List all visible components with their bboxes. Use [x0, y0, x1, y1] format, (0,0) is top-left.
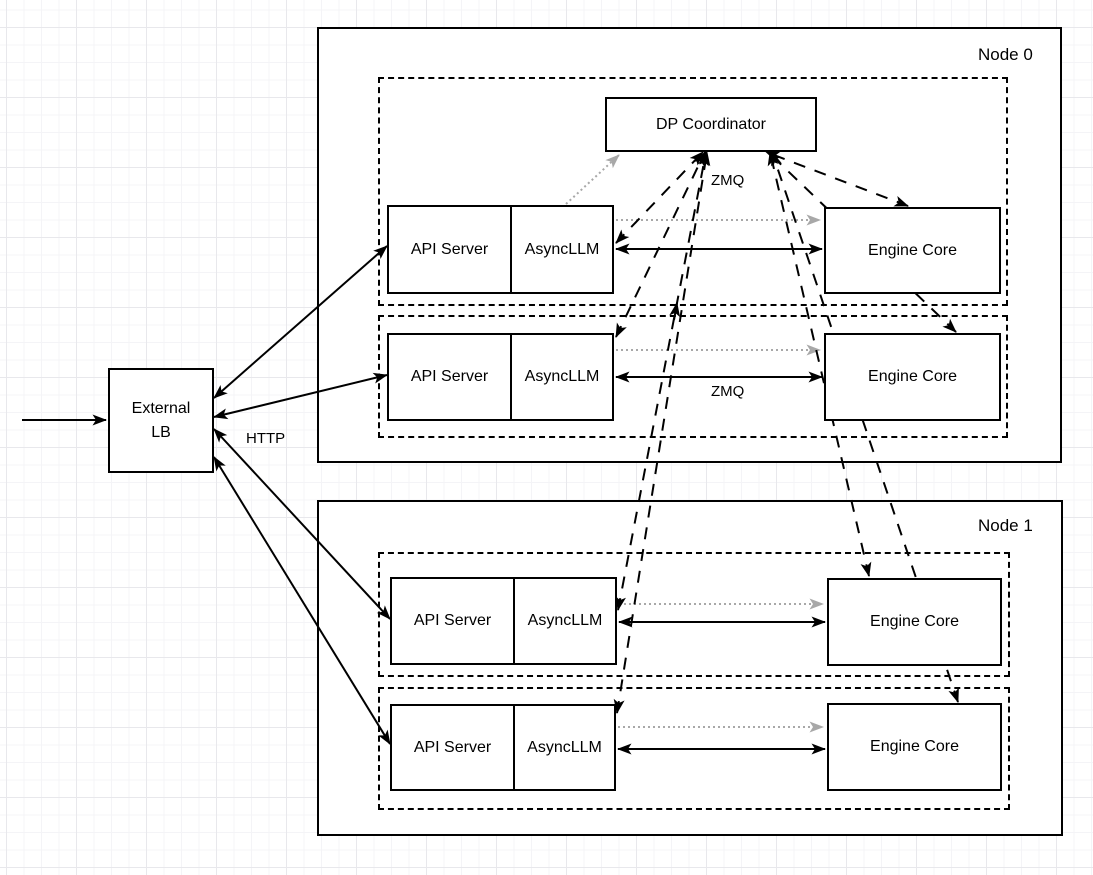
node0-label: Node 0 — [978, 45, 1033, 64]
external-lb-label-line2: LB — [151, 423, 171, 441]
http-edge-label: HTTP — [246, 430, 286, 447]
node1-row2-engine-core-box: Engine Core — [827, 703, 1002, 791]
zmq-row-label: ZMQ — [711, 383, 745, 400]
node0-row1-asyncllm-cell: AsyncLLM — [524, 240, 600, 258]
zmq-coordinator-label: ZMQ — [711, 172, 745, 189]
node1-row2-api-async-box: API Server AsyncLLM — [390, 704, 616, 791]
node1-label: Node 1 — [978, 516, 1033, 535]
mid-dashed-arrowhead — [669, 302, 681, 321]
node0-row1-engine-core-box: Engine Core — [824, 207, 1001, 294]
node0-row2-engine-core-box: Engine Core — [824, 333, 1001, 421]
async-engine-zmq-arrows — [615, 243, 826, 755]
external-lb-box: External LB — [108, 368, 214, 473]
dp-coordinator-label: DP Coordinator — [656, 115, 766, 133]
node1-row1-engine-core-box: Engine Core — [827, 578, 1002, 666]
external-lb-label-line1: External — [131, 399, 191, 417]
node0-row1-api-async-box: API Server AsyncLLM — [387, 205, 614, 294]
coordinator-async-dashed-arrows — [613, 151, 711, 714]
node1-row1-api-async-box: API Server AsyncLLM — [390, 577, 617, 665]
node0-row2-api-async-box: API Server AsyncLLM — [387, 333, 614, 421]
lb-http-arrows — [213, 245, 391, 745]
node1-row1-asyncllm-cell: AsyncLLM — [527, 612, 603, 629]
node0-row2-asyncllm-cell: AsyncLLM — [524, 368, 600, 385]
dp-coordinator-box: DP Coordinator — [605, 97, 817, 152]
node0-row2-api-server-cell: API Server — [389, 335, 512, 419]
node1-row2-api-server-cell: API Server — [392, 706, 515, 789]
node1-row1-api-server-cell: API Server — [392, 579, 515, 663]
node1-row2-asyncllm-cell: AsyncLLM — [527, 738, 602, 756]
node0-row1-api-server-cell: API Server — [389, 207, 512, 292]
